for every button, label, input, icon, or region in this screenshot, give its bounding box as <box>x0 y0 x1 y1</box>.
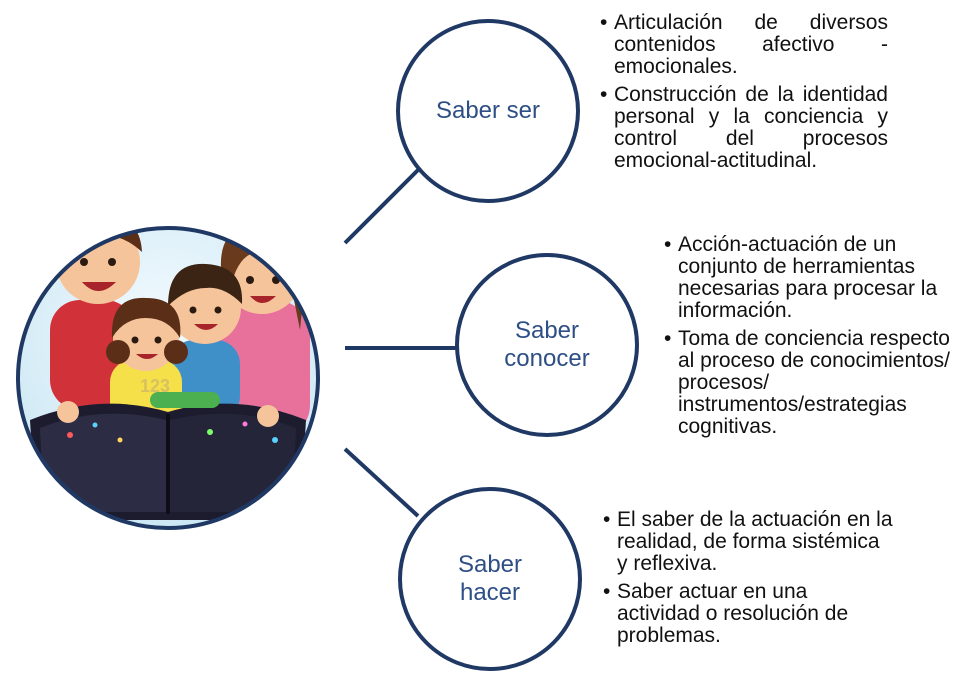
bullet-list-saber-hacer: El saber de la actuación en la realidad,… <box>603 509 893 653</box>
connector-saber-ser <box>343 166 422 245</box>
connector-saber-hacer <box>343 447 420 518</box>
list-item: Construcción de la identidad personal y … <box>600 84 888 172</box>
node-label-saber-hacer: Saber hacer <box>457 551 523 606</box>
bullet-list-saber-conocer: Acción-actuación de un conjunto de herra… <box>664 234 950 444</box>
watermark-text: 123 <box>140 376 170 396</box>
list-item: El saber de la actuación en la realidad,… <box>603 509 893 575</box>
bullet-list-saber-ser: Articulación de diversos contenidos afec… <box>600 12 888 178</box>
node-circle-saber-ser <box>396 19 580 203</box>
node-circle-saber-hacer <box>398 487 582 671</box>
list-item: Acción-actuación de un conjunto de herra… <box>664 234 950 322</box>
node-label-saber-ser: Saber ser <box>435 97 541 124</box>
list-item: Saber actuar en una actividad o resoluci… <box>603 581 893 647</box>
node-circle-saber-conocer <box>455 253 639 437</box>
list-item: Articulación de diversos contenidos afec… <box>600 12 888 78</box>
list-item: Toma de conciencia respecto al proceso d… <box>664 328 950 438</box>
node-label-saber-conocer: Saber conocer <box>504 317 590 372</box>
family-reading-book-illustration: 123 <box>16 226 320 530</box>
